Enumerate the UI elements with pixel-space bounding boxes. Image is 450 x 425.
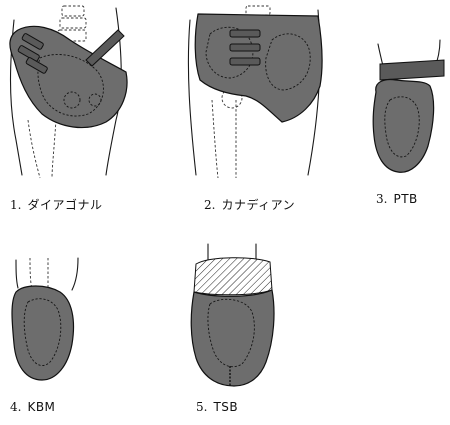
caption-canadian-number: 2. (204, 198, 216, 212)
ptb-cuff-strap (379, 59, 445, 81)
caption-ptb: 3. PTB (376, 192, 418, 206)
tsb-socket-inner (207, 298, 255, 368)
caption-diagonal: 1. ダイアゴナル (10, 198, 102, 212)
caption-canadian: 2. カナディアン (204, 198, 295, 212)
caption-kbm: 4. KBM (10, 400, 55, 414)
diagonal-socket-illustration (9, 5, 128, 179)
caption-diagonal-label: ダイアゴナル (27, 198, 103, 212)
canadian-straps (229, 29, 261, 66)
canadian-socket-inner-right (265, 33, 311, 91)
canadian-socket-illustration (187, 5, 323, 179)
caption-tsb: 5. TSB (196, 400, 238, 414)
kbm-leg-outline-right (71, 257, 79, 291)
caption-canadian-label: カナディアン (221, 198, 296, 212)
diagonal-socket-inner (37, 54, 104, 117)
ptb-socket-illustration (372, 39, 445, 173)
diagonal-socket (9, 25, 128, 129)
ptb-socket-inner (384, 96, 420, 158)
kbm-socket (11, 285, 75, 381)
tsb-socket (190, 289, 275, 387)
tsb-liner-hatched (193, 257, 273, 296)
caption-ptb-number: 3. (376, 192, 388, 206)
caption-kbm-label: KBM (27, 400, 56, 414)
kbm-leg-outline-left (15, 259, 19, 289)
caption-tsb-number: 5. (196, 400, 208, 414)
canadian-socket-inner-left (205, 26, 254, 79)
caption-diagonal-number: 1. (10, 198, 22, 212)
canadian-socket (194, 13, 323, 123)
kbm-socket-inner (23, 298, 62, 366)
kbm-socket-illustration (11, 257, 79, 381)
tsb-socket-illustration (190, 243, 275, 387)
kbm-bones (29, 257, 49, 291)
ptb-socket (372, 78, 435, 173)
caption-kbm-number: 4. (10, 400, 22, 414)
caption-tsb-label: TSB (213, 400, 239, 414)
canadian-hip-outline-left (187, 19, 197, 176)
caption-ptb-label: PTB (393, 192, 418, 206)
diagonal-straps (17, 29, 125, 74)
